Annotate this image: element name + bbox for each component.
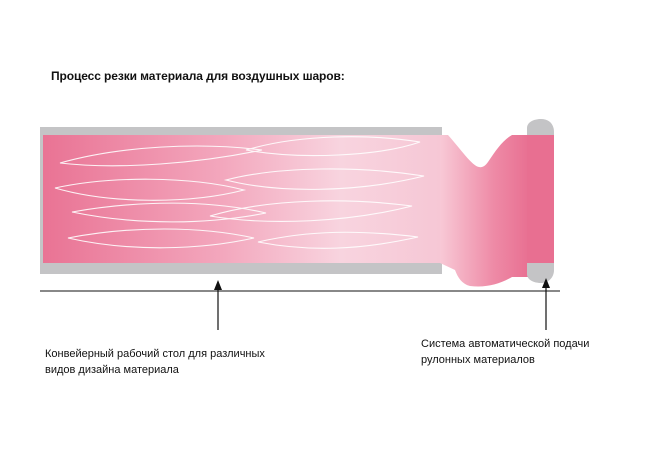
arrow-up-icon (214, 280, 222, 330)
feeder-system-label: Система автоматической подачи рулонных м… (421, 336, 621, 368)
arrow-up-icon (542, 278, 550, 330)
pattern-petal (257, 231, 419, 249)
pattern-petals (54, 136, 425, 249)
feeder-label-line-1: Система автоматической подачи (421, 338, 590, 350)
feed-roll (527, 135, 554, 263)
pattern-petal (71, 202, 267, 223)
material-feed-curve (440, 135, 530, 287)
pattern-petal (209, 200, 413, 222)
material-sheet (43, 135, 440, 263)
feeder-label-line-2: рулонных материалов (421, 354, 535, 366)
diagram-title: Процесс резки материала для воздушных ша… (51, 69, 345, 83)
pattern-petal (59, 145, 263, 167)
conveyor-label-line-1: Конвейерный рабочий стол для различных (45, 348, 265, 360)
roller-cap-bottom (527, 263, 554, 283)
conveyor-label-line-2: видов дизайна материала (45, 364, 179, 376)
pattern-petal (245, 136, 421, 157)
pattern-petal (223, 168, 425, 190)
pattern-petal (54, 178, 247, 201)
pattern-petal (67, 228, 255, 249)
roller-cap-top (527, 119, 554, 135)
conveyor-table-label: Конвейерный рабочий стол для различных в… (45, 346, 305, 378)
